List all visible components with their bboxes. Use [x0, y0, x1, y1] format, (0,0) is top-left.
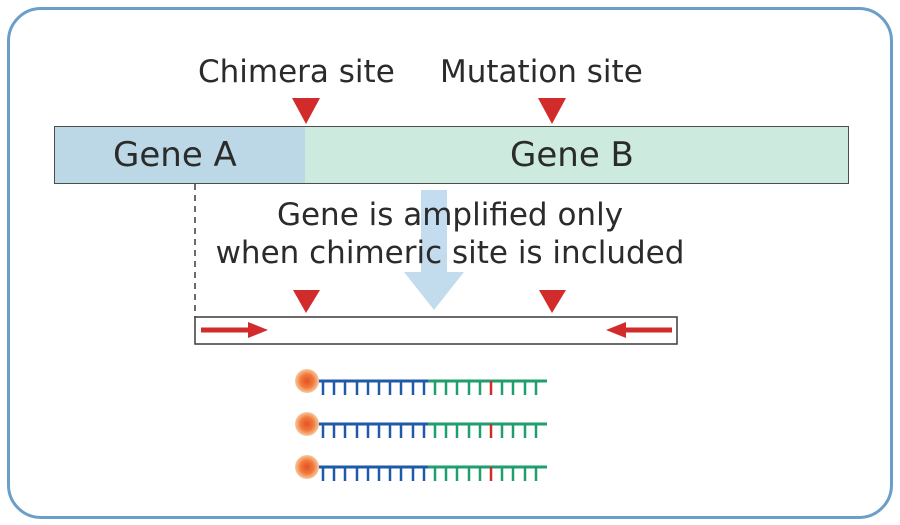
note-line-1: Gene is amplified only [276, 197, 624, 233]
gene-b-label: Gene B [510, 135, 634, 175]
chimera-site-label: Chimera site [198, 54, 395, 90]
diagram-frame [7, 7, 893, 519]
gene-b-segment: Gene B [305, 126, 849, 184]
note-line-2: when chimeric site is included [215, 235, 685, 271]
gene-a-segment: Gene A [54, 126, 306, 184]
amplification-note: Gene is amplified only when chimeric sit… [180, 196, 720, 272]
gene-a-label: Gene A [113, 135, 237, 175]
mutation-site-label: Mutation site [440, 54, 643, 90]
